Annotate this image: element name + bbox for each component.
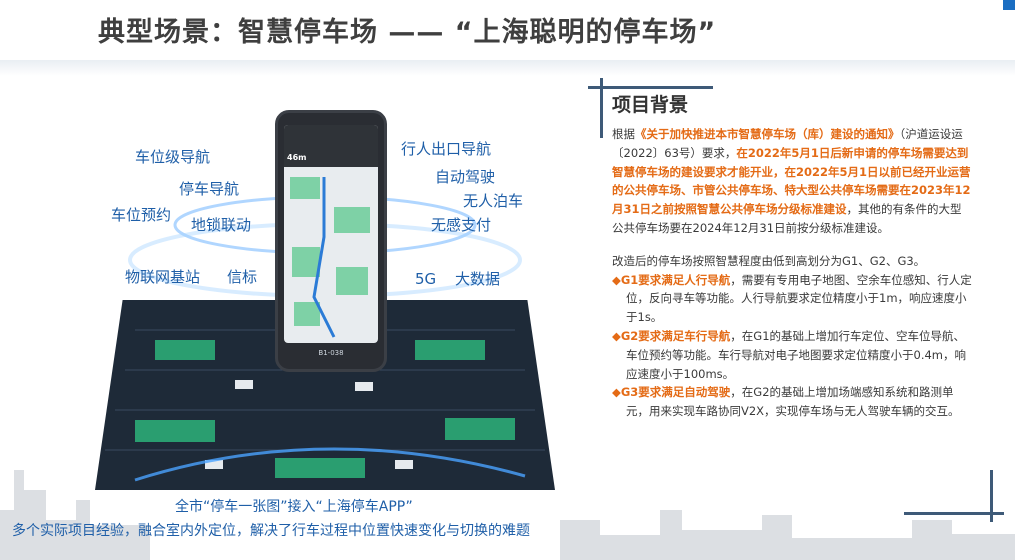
page-title: 典型场景：智慧停车场 —— “上海聪明的停车场” xyxy=(98,17,717,48)
phone-nav-header xyxy=(284,125,378,167)
feature-label: 无人泊车 xyxy=(463,192,524,210)
indoor-map xyxy=(290,177,370,338)
feature-label: 停车导航 xyxy=(179,180,240,198)
g2-requirement: ◆G2要求满足车行导航，在G1的基础上增加行车定位、空车位导航、车位预约等功能。… xyxy=(612,328,966,381)
corner-vertical-rule xyxy=(990,470,993,522)
caption-experience: 多个实际项目经验，融合室内外定位，解决了行车过程中位置快速变化与切换的难题 xyxy=(12,523,530,539)
navigation-distance: 46m xyxy=(287,153,307,162)
g1-requirement: ◆G1要求满足人行导航，需要有专用电子地图、空余车位感知、行人定位，反向寻车等功… xyxy=(612,272,972,325)
feature-label: 大数据 xyxy=(455,270,501,288)
current-location-code: B1-038 xyxy=(318,349,344,357)
policy-paragraph: 根据《关于加快推进本市智慧停车场（库）建设的通知》（沪道运设运〔2022〕63号… xyxy=(612,127,971,235)
heading-horizontal-rule xyxy=(588,86,713,89)
title-divider xyxy=(0,60,1015,76)
phone-navigation-app: 46m B1-038 xyxy=(275,110,387,372)
section-heading: 项目背景 xyxy=(612,94,689,116)
corner-accent xyxy=(1003,0,1015,10)
feature-label: 地锁联动 xyxy=(191,216,252,234)
caption-app-integration: 全市“停车一张图”接入“上海停车APP” xyxy=(175,499,413,515)
smart-parking-illustration: 46m B1-038 车位级导航 停车导航 车位预约 地锁联动 物联网基站 信标… xyxy=(95,100,555,500)
heading-vertical-rule xyxy=(600,78,603,138)
phone-screen-map: 46m xyxy=(284,125,378,343)
corner-horizontal-rule xyxy=(904,512,1004,515)
feature-label: 物联网基站 xyxy=(125,268,201,286)
feature-label: 车位级导航 xyxy=(135,148,211,166)
g3-requirement: ◆G3要求满足自动驾驶，在G2的基础上增加场端感知系统和路测单元，用来实现车路协… xyxy=(612,385,960,419)
grade-intro-paragraph: 改造后的停车场按照智慧程度由低到高划分为G1、G2、G3。 xyxy=(612,253,926,268)
feature-label: 5G xyxy=(415,270,437,288)
background-text-block: 根据《关于加快推进本市智慧停车场（库）建设的通知》（沪道运设运〔2022〕63号… xyxy=(612,125,972,421)
feature-label: 车位预约 xyxy=(111,206,172,224)
city-skyline-graphic xyxy=(0,470,1015,560)
feature-label: 行人出口导航 xyxy=(401,140,492,158)
feature-label: 自动驾驶 xyxy=(435,168,496,186)
feature-label: 无感支付 xyxy=(431,216,492,234)
feature-label: 信标 xyxy=(227,268,258,286)
